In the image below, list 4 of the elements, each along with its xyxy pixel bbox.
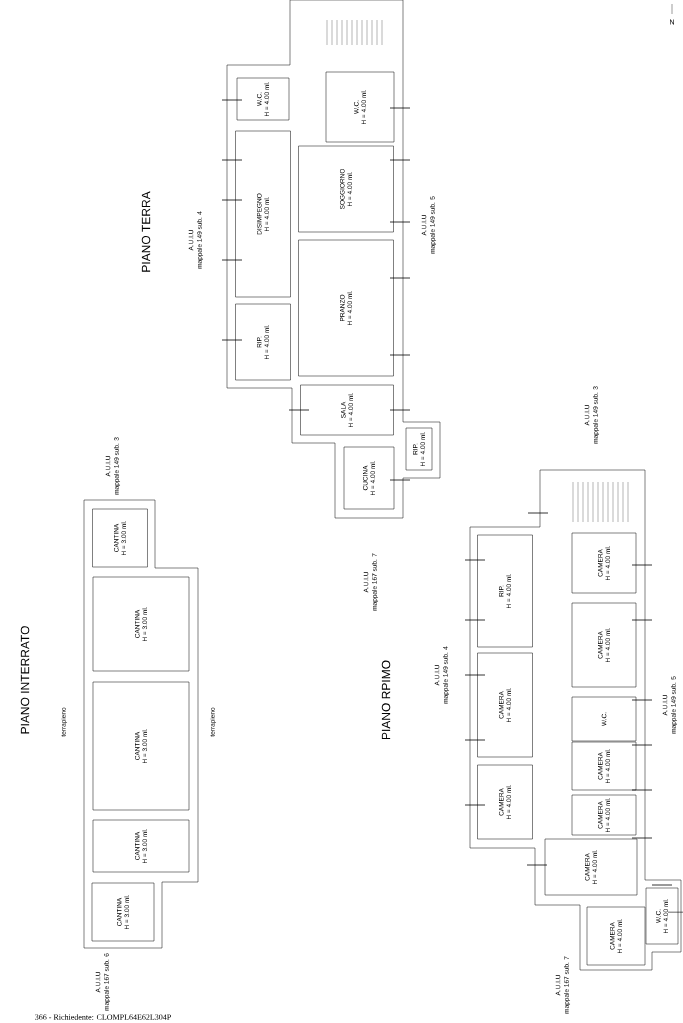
footer-text: 366 - Richiedente: CLOMPL64E62L304P [35,1014,171,1020]
floor-title: PIANO TERRA [141,191,151,272]
floor-title: PIANO INTERRATO [20,626,30,734]
floor-title: PIANO RPIMO [381,660,391,740]
